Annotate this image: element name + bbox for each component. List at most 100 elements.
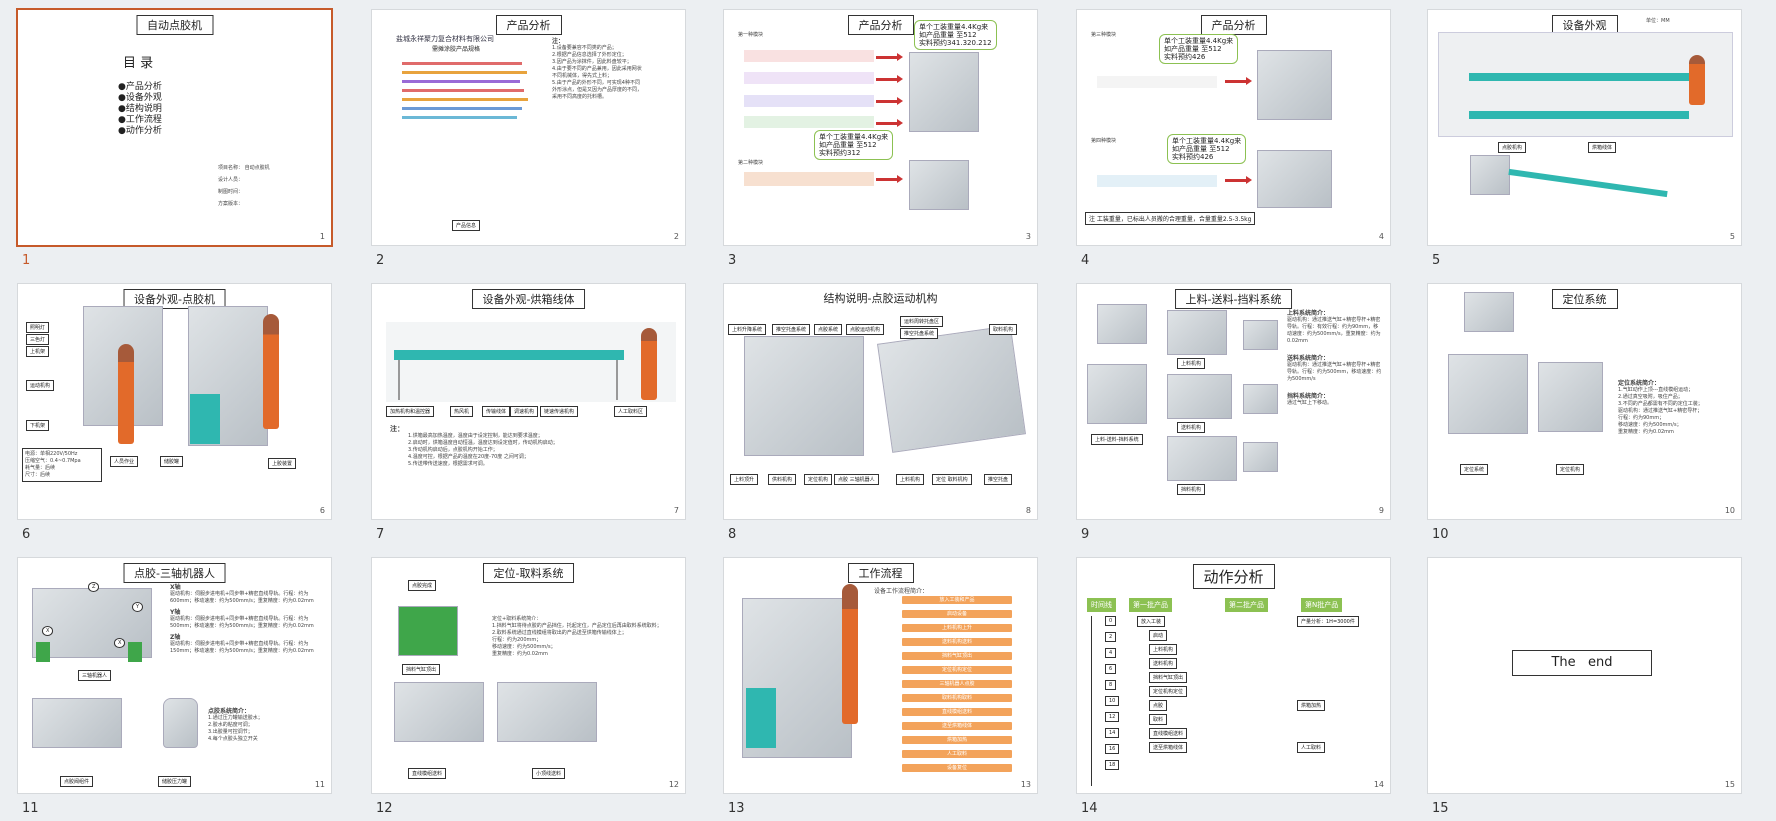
label: 热风机 [450, 406, 474, 417]
toc-heading: 目 录 [123, 56, 154, 71]
project-meta: 项目名称： 自动点胶机设计人员：制图时间：方案版本： [218, 165, 270, 207]
slide-number: 13 [1020, 780, 1031, 789]
slide-title: 点胶-三轴机器人 [123, 563, 226, 583]
slide-thumb-7[interactable]: 设备外观-烘箱线体 加热机构和温控器 热风机 传输线体 调速机构 链速传递机构 … [372, 284, 685, 550]
label: 链速传递机构 [540, 406, 579, 417]
label-oven-line: 烘箱线体 [1588, 142, 1617, 153]
slide-number: 2 [673, 232, 679, 241]
slide-thumb-6[interactable]: 设备外观-点胶机 照明灯 三色灯 上机架 运动机构 下机架 人员作业 储胶罐 上… [18, 284, 331, 550]
slide-caption: 2 [376, 253, 385, 268]
slide-thumb-11[interactable]: 点胶-三轴机器人 Z Y X X 三轴机器人 点胶阀组件 储胶压力罐 X轴驱动机… [18, 558, 331, 821]
label: 运动机构 [26, 380, 55, 391]
section-label: 第一种模块 [738, 32, 764, 38]
label: 上胶装置 [268, 458, 297, 469]
slide-thumb-2[interactable]: 产品分析 盐城永祥聚力复合材料有限公司 需摊涂胶产品规格 注： 1.设备要兼容不… [372, 10, 685, 276]
mechanism-image [877, 325, 1026, 453]
fixture-image [909, 160, 969, 210]
slide-thumb-5[interactable]: 设备外观 单位：MM 点胶机构 烘箱线体 5 5 [1428, 10, 1741, 276]
flow-steps: 放入工装和产品 启动设备 上料机构上升 送料机构送料 挡料气缸顶出 定位机构定位… [902, 596, 1014, 786]
slide-number: 9 [1378, 506, 1384, 515]
slide-caption: 10 [1432, 527, 1449, 542]
label: 储胶罐 [160, 456, 184, 467]
slide-thumb-1[interactable]: 自动点胶机 目 录 ●产品分析●设备外观●结构说明●工作流程●动作分析 项目名称… [18, 10, 331, 276]
label: 人工取料区 [614, 406, 648, 417]
slide-thumb-15[interactable]: The end 15 15 [1428, 558, 1741, 821]
label: 照明灯 [26, 322, 50, 333]
slide-caption: 1 [22, 253, 31, 268]
slide-sorter-grid: 自动点胶机 目 录 ●产品分析●设备外观●结构说明●工作流程●动作分析 项目名称… [18, 10, 1758, 816]
slide-number: 1 [319, 232, 325, 241]
spec-subtitle: 需摊涂胶产品规格 [432, 46, 481, 53]
system-desc: 定位+取料系统简介：1.挡料气缸将待点胶的产品挡住，托起定位，产品定位后再由取料… [492, 616, 662, 657]
notes: 注： 1.烘箱最高加热温度，温度由于设定控制，能达到要求温度；2.启动时，烘箱温… [390, 425, 558, 468]
slide-number: 11 [314, 780, 325, 789]
slide-title: 动作分析 [1192, 564, 1275, 589]
slide-number: 5 [1729, 232, 1735, 241]
slide-caption: 5 [1432, 253, 1441, 268]
label: 调速机构 [510, 406, 539, 417]
spec-rows [402, 56, 542, 125]
flow-heading: 设备工作流程简介： [874, 588, 929, 595]
section-label: 第三种模块 [1091, 32, 1117, 38]
slide-title: 自动点胶机 [136, 15, 213, 35]
company-name: 盐城永祥聚力复合材料有限公司 [396, 35, 494, 43]
system-desc: 上料系统简介： 驱动机构：通过推送气缸+精密导杆+精密导轨。行程：有效行程：约为… [1287, 310, 1382, 406]
slide-caption: 11 [22, 801, 39, 816]
slide-thumb-9[interactable]: 上料-送料-挡料系统 上料机构 送料机构 挡料机构 上料-送料-挡料系统 上料系… [1077, 284, 1390, 550]
section-label: 第二种模块 [738, 160, 764, 166]
fixture-image [909, 52, 979, 132]
axes-desc: X轴驱动机构：伺服步进电机+同步带+精密直线导轨。行程：约为600mm；移动速度… [170, 584, 314, 654]
slide-caption: 12 [376, 801, 393, 816]
slide-number: 14 [1373, 780, 1384, 789]
slide-number: 12 [668, 780, 679, 789]
slide-caption: 14 [1081, 801, 1098, 816]
toc-list: ●产品分析●设备外观●结构说明●工作流程●动作分析 [118, 82, 162, 136]
slide-caption: 15 [1432, 801, 1449, 816]
slide-title: 设备外观-点胶机 [123, 289, 226, 309]
spec-box: 电源：单相220V/50Hz 压缩空气：0.4~0.7Mpa 耗气量：后续 尺寸… [22, 448, 102, 482]
slide-thumb-8[interactable]: 结构说明-点胶运动机构 上料升降系统 推空托盘系统 点胶系统 点胶运动机构 运料… [724, 284, 1037, 550]
fixture-image [1257, 50, 1332, 120]
slide-number: 3 [1025, 232, 1031, 241]
notes: 注： 1.设备要兼容不同类的产品；2.根据产品信息选择了外形定位；3.因产品为涂… [552, 38, 643, 100]
slide-title: 设备外观-烘箱线体 [471, 289, 586, 309]
slide-caption: 4 [1081, 253, 1090, 268]
glue-desc: 点胶系统简介： 1.通过压力罐输送胶水；2.胶水的粘度可调；3.出胶量可控调节；… [208, 708, 263, 742]
slide-thumb-10[interactable]: 定位系统 定位系统 定位机构 定位系统简介： 1.气缸动作上顶---直线模组运动… [1428, 284, 1741, 550]
label: 加热机构和温控器 [386, 406, 435, 417]
slide-title: 产品分析 [495, 15, 562, 35]
section-label: 第四种模块 [1091, 138, 1117, 144]
cycle-info: 产量分析：1H=3000件 [1297, 616, 1359, 627]
slide-title: 定位-取料系统 [482, 563, 575, 583]
slide-number: 4 [1378, 232, 1384, 241]
slide-title: 工作流程 [847, 563, 914, 583]
product-info-button[interactable]: 产品信息 [452, 220, 481, 231]
mechanism-image [744, 336, 864, 456]
end-title: The end [1512, 650, 1652, 676]
weight-note: 注 工装重量，已标出人员搬的合理重量，合量重量2.5-3.5kg [1085, 212, 1256, 225]
slide-title: 上料-送料-挡料系统 [1174, 289, 1293, 309]
column-header: 第二批产品 [1225, 598, 1268, 612]
label: 传输线体 [482, 406, 511, 417]
slide-caption: 9 [1081, 527, 1090, 542]
label: 下机架 [26, 420, 50, 431]
slide-thumb-14[interactable]: 动作分析 时间线 第一批产品 第二批产品 第N批产品 产量分析：1H=3000件… [1077, 558, 1390, 821]
slide-number: 6 [319, 506, 325, 515]
slide-thumb-12[interactable]: 定位-取料系统 点胶完成 挡料气缸顶出 直线模组送料 小顶线送料 定位+取料系统… [372, 558, 685, 821]
oven-line-image [386, 322, 676, 402]
slide-caption: 8 [728, 527, 737, 542]
label: 三色灯 [26, 334, 50, 345]
slide-number: 10 [1724, 506, 1735, 515]
unit-label: 单位：MM [1646, 18, 1670, 24]
column-header: 第N批产品 [1301, 598, 1343, 612]
slide-title: 结构说明-点胶运动机构 [823, 292, 938, 305]
system-desc: 定位系统简介： 1.气缸动作上顶---直线模组运动；2.通过真空吸附，吸住产品；… [1618, 380, 1703, 435]
label: 人员作业 [110, 456, 139, 467]
slide-thumb-13[interactable]: 工作流程 设备工作流程简介： 放入工装和产品 启动设备 上料机构上升 送料机构送… [724, 558, 1037, 821]
